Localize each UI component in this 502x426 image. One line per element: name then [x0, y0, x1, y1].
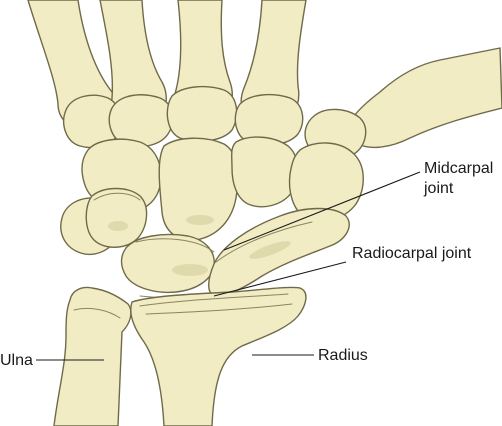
midcarpal-label-line2: joint — [423, 180, 454, 197]
radiocarpal-label: Radiocarpal joint — [352, 245, 472, 262]
triquetrum — [85, 187, 148, 248]
ulna-bone — [53, 286, 132, 426]
base-mc2 — [234, 93, 304, 146]
leader-lines — [36, 171, 421, 361]
metacarpal-1 — [347, 47, 502, 149]
midcarpal-label-line1: Midcarpal — [424, 160, 493, 177]
ulna-label: Ulna — [0, 352, 33, 369]
lunate — [120, 233, 215, 294]
radius-bone — [130, 286, 307, 426]
capitate — [158, 137, 239, 241]
labels: Midcarpal joint Radiocarpal joint Ulna R… — [0, 160, 493, 369]
proximal-carpal-row — [60, 187, 350, 297]
radiocarpal-leader — [213, 261, 347, 297]
trapezoid — [230, 136, 299, 208]
midcarpal-leader — [223, 171, 421, 251]
bone-shading — [108, 215, 291, 276]
radius-label: Radius — [318, 347, 368, 364]
base-mc3 — [166, 85, 238, 142]
base-mc4 — [108, 94, 174, 148]
distal-carpal-row — [81, 136, 364, 241]
